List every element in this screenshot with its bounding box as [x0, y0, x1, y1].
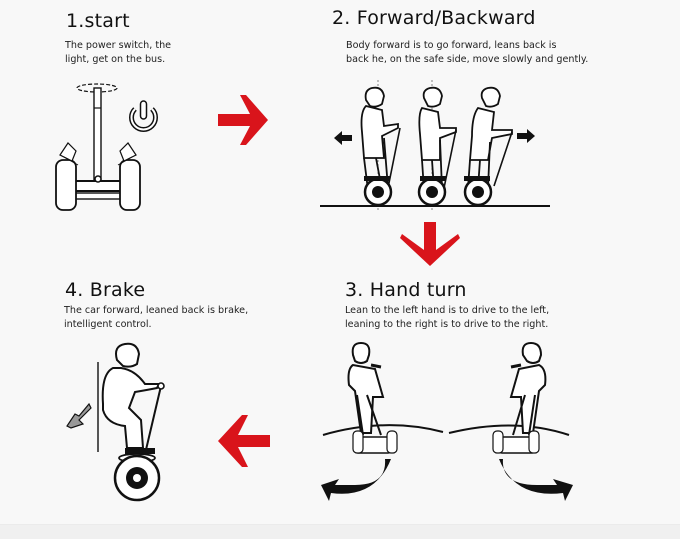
rider-turn-right — [448, 341, 573, 501]
brake-rider-illustration — [66, 342, 165, 502]
power-icon — [129, 100, 158, 132]
arrow-left-icon — [334, 131, 352, 145]
forward-backward-riders-illustration — [320, 80, 550, 210]
description-line: The power switch, the — [65, 40, 172, 51]
description-line: Lean to the left hand is to drive to the… — [345, 305, 550, 316]
step-title: 4. Brake — [65, 279, 146, 301]
step-description: Lean to the left hand is to drive to the… — [345, 304, 549, 332]
bottom-strip — [0, 524, 680, 539]
arrow-right-icon — [517, 129, 535, 143]
step-description: The car forward, leaned back is brake, i… — [64, 304, 248, 332]
flow-arrow-right-icon — [218, 95, 268, 145]
description-line: The car forward, leaned back is brake, — [64, 305, 249, 316]
description-line: back he, on the safe side, move slowly a… — [346, 54, 589, 65]
step-title: 3. Hand turn — [345, 279, 467, 301]
step-title: 2. Forward/Backward — [332, 7, 536, 29]
self-balancing-scooter-illustration — [55, 83, 158, 211]
description-line: intelligent control. — [64, 319, 152, 330]
flow-arrow-left-icon — [218, 415, 270, 467]
step-description: The power switch, the light, get on the … — [65, 39, 171, 67]
hand-turn-riders-illustration — [321, 341, 573, 501]
description-line: light, get on the bus. — [65, 54, 166, 65]
description-line: Body forward is to go forward, leans bac… — [346, 40, 557, 51]
rider-turn-left — [321, 341, 444, 501]
rider-neutral — [417, 80, 457, 210]
arrow-down-left-icon — [66, 402, 92, 429]
step-description: Body forward is to go forward, leans bac… — [346, 39, 588, 67]
flow-arrow-down-icon — [400, 222, 460, 266]
description-line: leaning to the right is to drive to the … — [345, 319, 549, 330]
rider-forward — [463, 86, 513, 207]
rider-backward — [360, 80, 401, 210]
step-title: 1.start — [66, 10, 130, 32]
